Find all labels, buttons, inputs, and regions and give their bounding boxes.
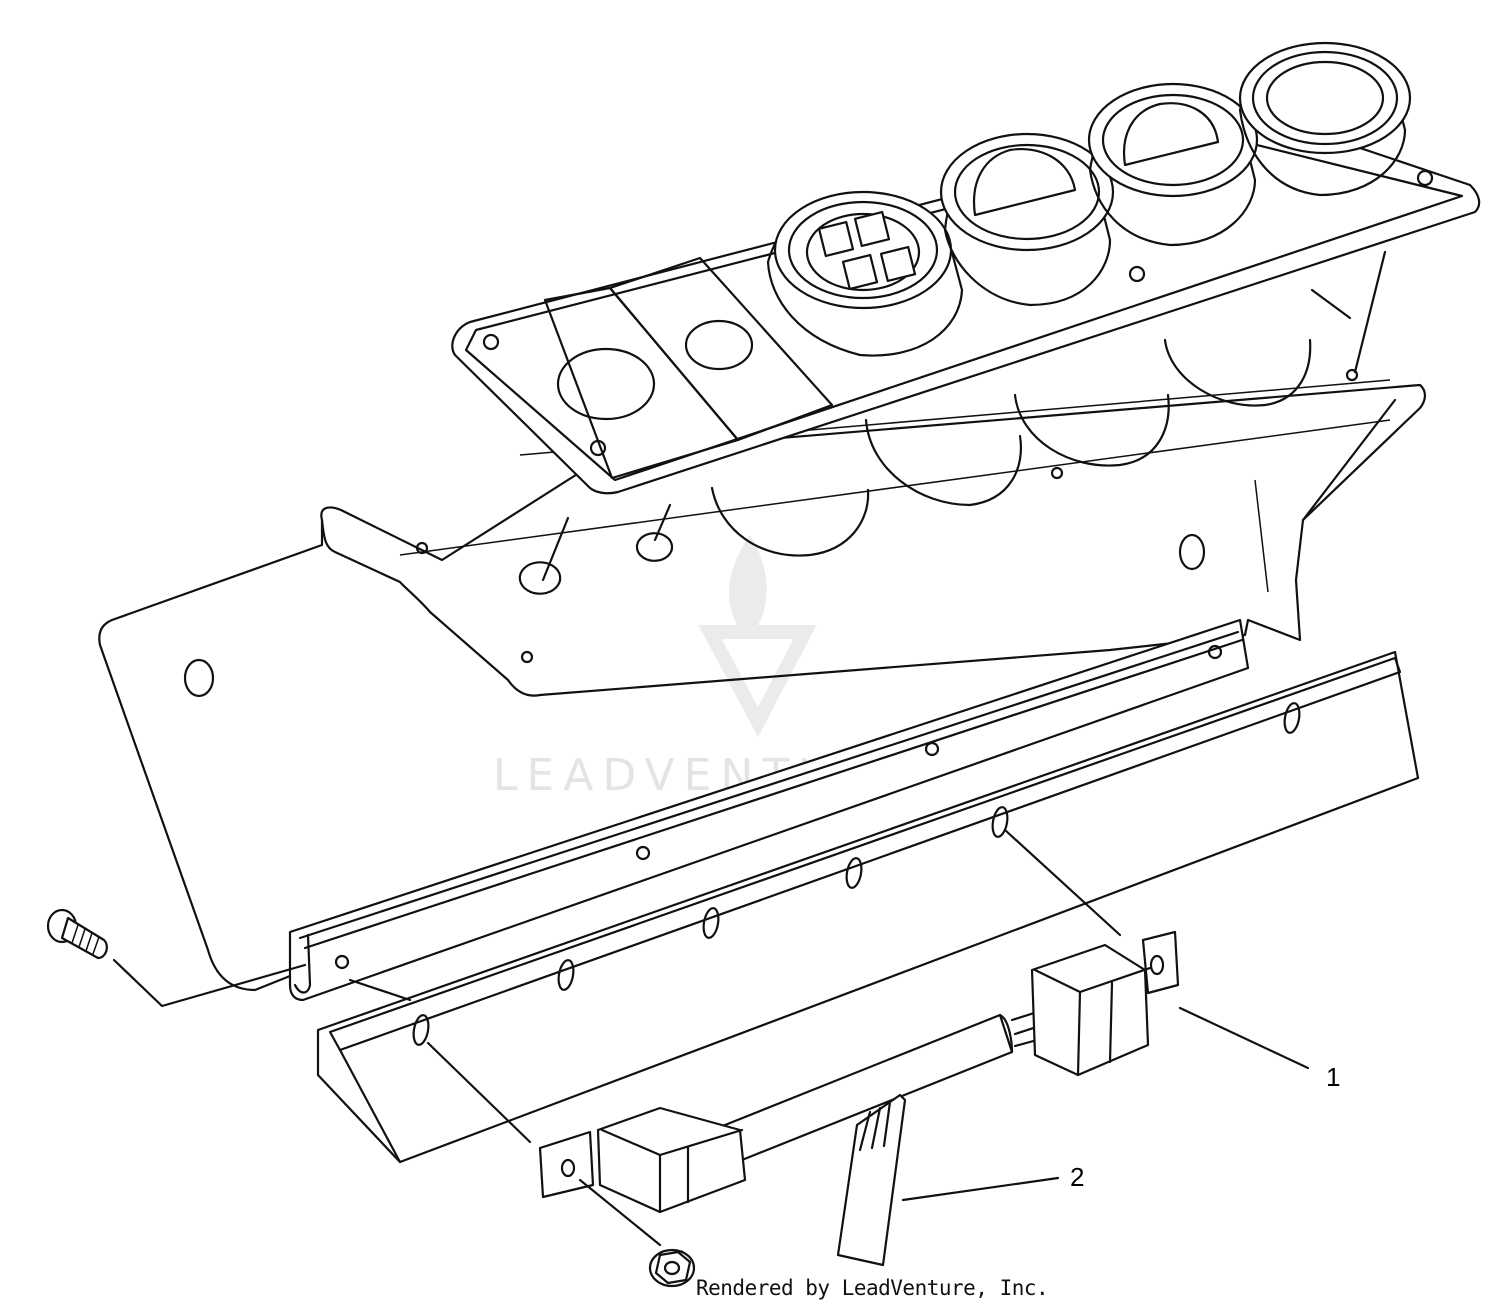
callout-1-leader	[1178, 1006, 1310, 1070]
leader-line-f	[426, 1041, 532, 1144]
angle-bracket	[316, 650, 1420, 1164]
leader-line-a	[541, 516, 570, 582]
flame-chevron-logo-icon	[698, 535, 817, 737]
wire-harness	[538, 930, 1180, 1267]
callout-2-leader	[901, 1176, 1060, 1202]
leader-line-e	[1003, 828, 1122, 937]
hinge-rod	[288, 618, 1250, 1002]
bolt-icon	[46, 908, 108, 960]
callout-2-number: 2	[1070, 1162, 1084, 1192]
leader-line-c	[1353, 250, 1387, 374]
callout-2: 2	[901, 1162, 1084, 1202]
bolt-leader-line	[112, 958, 307, 1008]
nut-icon	[648, 1248, 696, 1288]
leader-line-d	[1310, 288, 1352, 320]
nut-leader-line	[578, 1178, 662, 1247]
callout-1: 1	[1178, 1006, 1340, 1092]
warning-light-cluster-icon	[766, 190, 964, 357]
gauge-2-icon	[939, 132, 1115, 307]
render-credit: Rendered by LeadVenture, Inc.	[696, 1276, 1049, 1300]
rod-leader-line	[348, 978, 412, 1002]
gauge-bezel-plate	[451, 41, 1481, 495]
gauge-4-icon	[1238, 41, 1412, 197]
callout-1-number: 1	[1326, 1062, 1340, 1092]
leader-line-b	[653, 503, 672, 542]
gauge-3-icon	[1087, 82, 1259, 247]
